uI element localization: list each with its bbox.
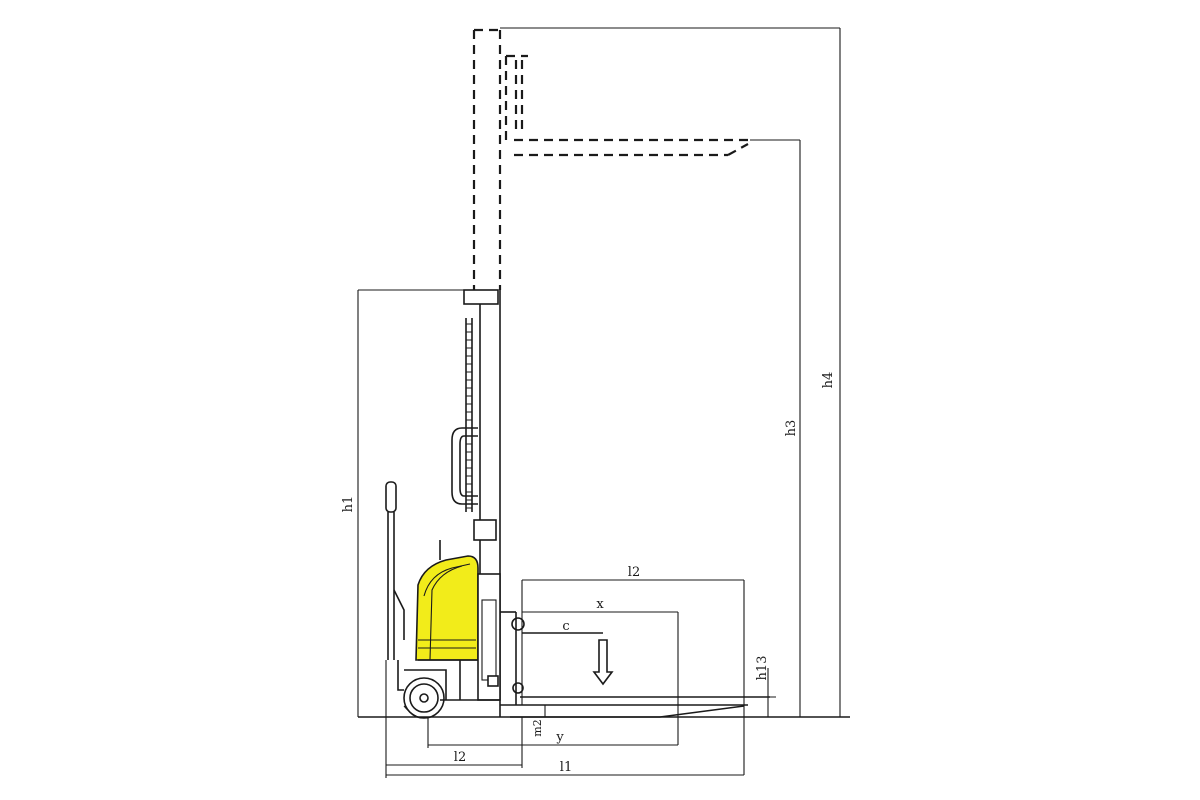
label-h4: h4 xyxy=(821,372,836,389)
label-y: y xyxy=(555,730,564,745)
label-h13: h13 xyxy=(755,656,770,681)
label-m2: m2 xyxy=(531,719,544,736)
carriage-and-forks xyxy=(500,611,770,718)
fork-pivot xyxy=(511,617,525,631)
label-h1: h1 xyxy=(341,496,356,513)
mast-top-cap xyxy=(463,289,499,305)
truck-body xyxy=(415,540,501,701)
label-l2-front: l2 xyxy=(628,565,640,580)
label-h3: h3 xyxy=(784,420,799,437)
mast-bracket xyxy=(473,519,497,541)
tiller-handle xyxy=(385,481,405,660)
load-wheel-pin xyxy=(512,682,524,694)
raised-mast-dashed xyxy=(472,28,749,290)
dimension-labels: h4 h3 h1 h13 l2 x c y m2 l2 l1 xyxy=(341,372,836,775)
label-l1: l1 xyxy=(560,760,572,775)
battery-cover xyxy=(415,555,479,661)
label-c: c xyxy=(562,619,569,634)
dimension-lines xyxy=(357,27,841,778)
drive-wheel xyxy=(397,660,447,719)
mast-grab-handle xyxy=(451,427,478,505)
load-center-arrow xyxy=(522,632,614,686)
label-l2-rear: l2 xyxy=(454,750,466,765)
label-x: x xyxy=(596,597,604,612)
lift-chain xyxy=(465,318,473,512)
